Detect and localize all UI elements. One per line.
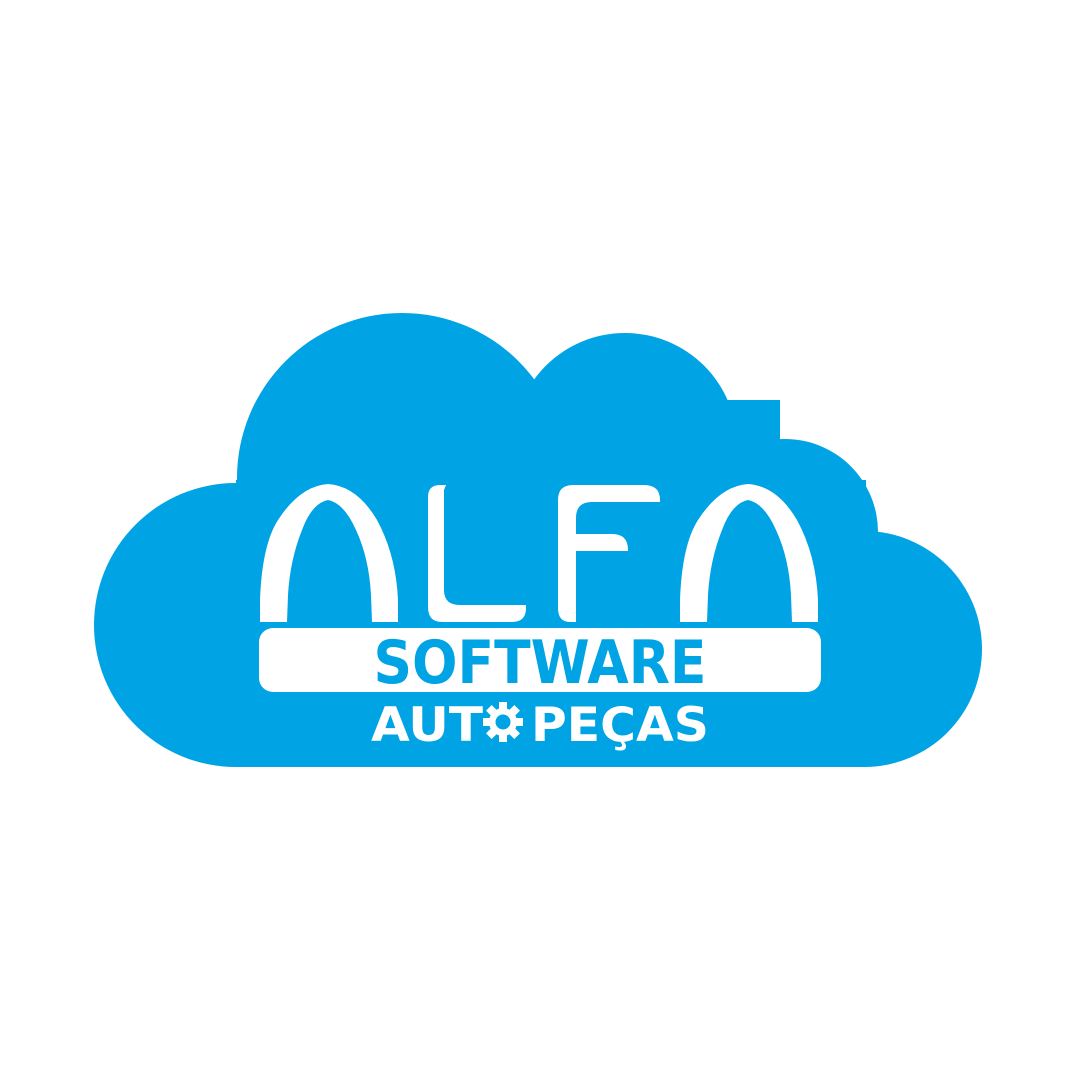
software-bar: [259, 628, 821, 692]
tagline-autopecas-part2: PEÇAS: [531, 698, 709, 753]
letter-arch-1: [260, 484, 398, 622]
letter-f: [558, 485, 660, 622]
tagline-software: SOFTWARE: [374, 628, 707, 698]
letter-l: [428, 485, 526, 622]
letter-arch-2: [680, 484, 818, 622]
tagline-autopecas-part1: AUT: [371, 698, 483, 753]
alfa-wordmark: [260, 484, 818, 622]
gear-icon: [483, 702, 523, 742]
